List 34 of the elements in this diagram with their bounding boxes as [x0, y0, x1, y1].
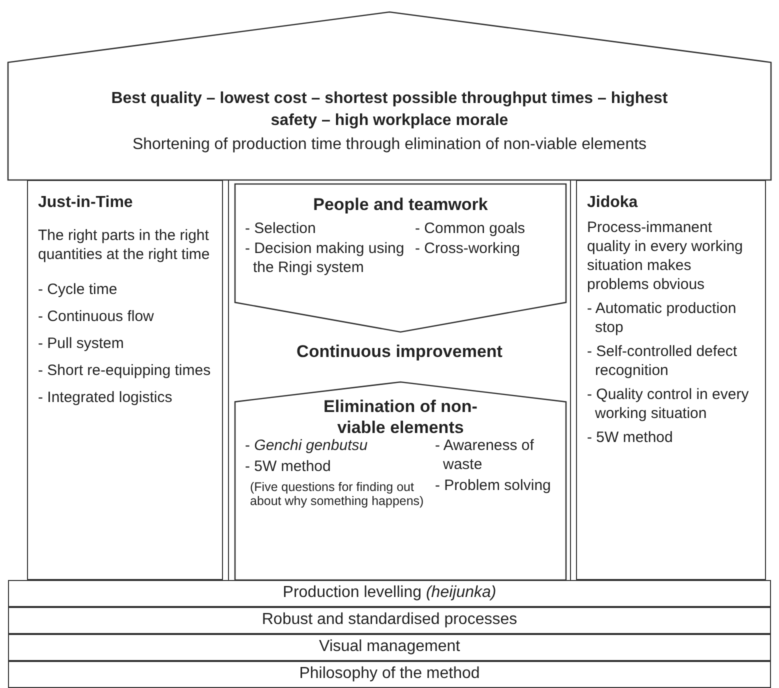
list-item: - Decision making using the Ringi system [245, 239, 406, 277]
subtitle: Shortening of production time through elimination of non-viable elements [131, 135, 648, 154]
description: Process-immanent quality in every working situation makes problems obvious [587, 218, 744, 294]
goal-statement: Best quality – lowest cost – shortest possible throughput times – highest safety – high workplace morale [110, 89, 669, 131]
pillar-box [228, 180, 571, 580]
pillar-heading: Just-in-Time [38, 193, 134, 212]
pillar-heading: Jidoka [587, 193, 639, 212]
list-item: - Short re-equipping times [38, 361, 212, 380]
pillar-box [27, 180, 223, 580]
heading: Continuous improvement [296, 342, 504, 361]
list-item: - Automatic production stop [587, 299, 738, 337]
pillar-box [576, 180, 766, 580]
list-item: - Integrated logistics [38, 388, 174, 407]
description: The right parts in the right quantities at the right time [38, 226, 211, 264]
foundation-layer: Robust and standardised processes [8, 607, 771, 634]
list-item: - Common goals [415, 219, 526, 238]
list-item: - Self-controlled defect recognition [587, 342, 738, 380]
list-item: - Cross-working [415, 239, 522, 258]
foundation-layer: Production levelling (heijunka) [8, 580, 771, 607]
section-heading: Elimination of non-viable elements [322, 396, 478, 438]
list-item: - Continuous flow [38, 307, 155, 326]
list-item: - Problem solving [435, 476, 552, 495]
list-item: - 5W method [245, 457, 332, 476]
foundation-layer: Visual management [8, 634, 771, 661]
section-heading: People and teamwork [312, 194, 489, 215]
list-item: - Genchi genbutsu [245, 436, 369, 455]
list-item: - Pull system [38, 334, 125, 353]
list-item: - Cycle time [38, 280, 118, 299]
foundation-layer: Philosophy of the method [8, 661, 771, 688]
list-item: - Selection [245, 219, 317, 238]
list-item: - Quality control in every working situation [587, 385, 750, 423]
list-item: - 5W method [587, 428, 674, 447]
note: (Five questions for finding out about why something happens) [249, 480, 425, 508]
list-item: - Awareness of waste [435, 436, 535, 474]
